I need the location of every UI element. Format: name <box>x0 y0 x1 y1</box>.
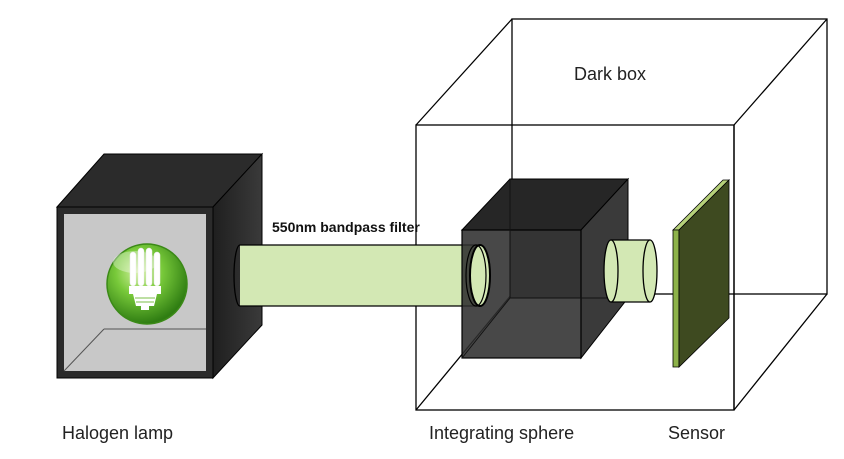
dark-box-label: Dark box <box>574 64 647 84</box>
light-tube <box>233 244 480 307</box>
bulb-icon <box>106 243 188 325</box>
halogen-lamp-label: Halogen lamp <box>62 423 174 443</box>
output-tube <box>603 239 658 303</box>
sensor-label: Sensor <box>668 423 726 443</box>
filter-label: 550nm bandpass filter <box>272 219 420 235</box>
dark-box-back-face <box>511 18 828 295</box>
bandpass-filter <box>465 244 491 307</box>
integrating-sphere-label: Integrating sphere <box>429 423 575 443</box>
sensor-panel <box>672 179 730 368</box>
halogen-lamp-box <box>55 152 264 380</box>
